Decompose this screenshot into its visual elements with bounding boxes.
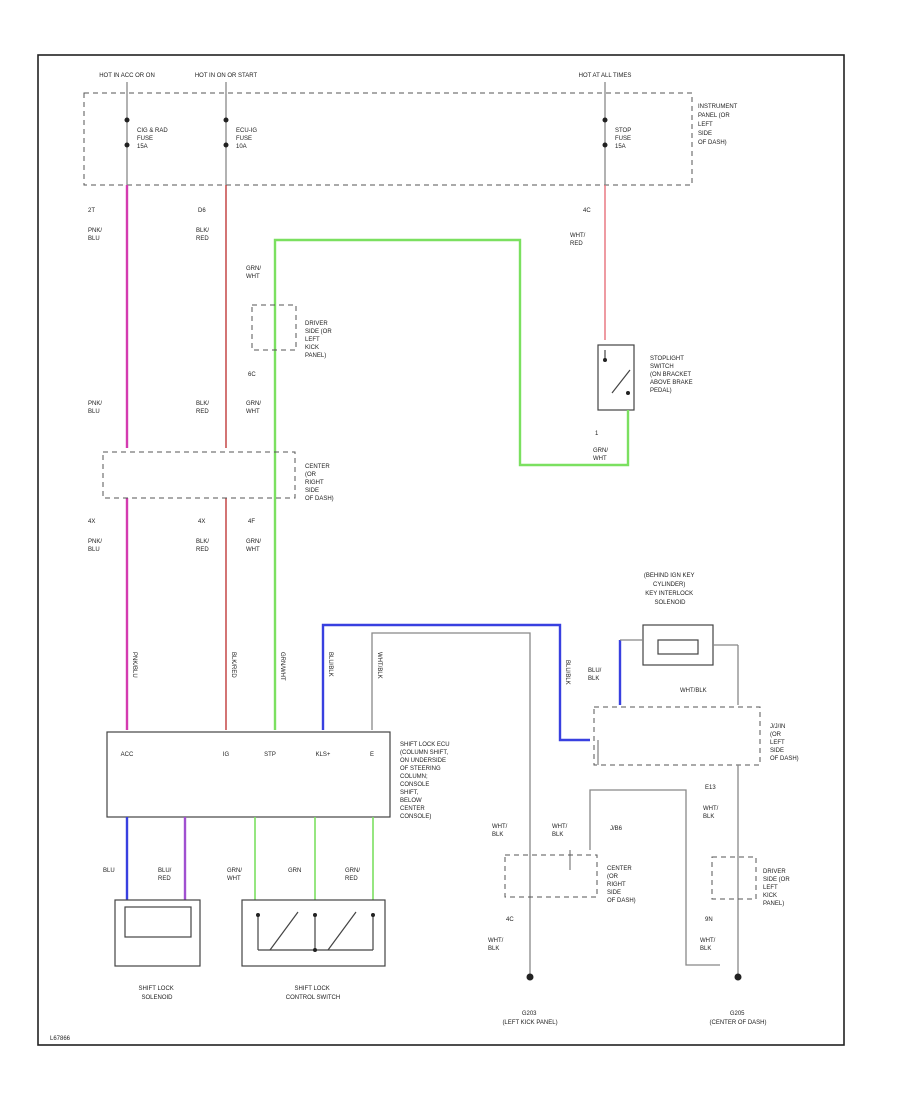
- ecu-pin-stp: STP: [264, 752, 276, 758]
- driver-side-connector: [251, 304, 297, 351]
- wire-color-label: GRN/WHT: [227, 868, 242, 882]
- center-connector: [102, 451, 296, 499]
- solenoid-coil-2: [124, 906, 192, 938]
- ground-center-icon: [734, 973, 742, 981]
- wire-color-label: GRN/WHT: [246, 266, 261, 280]
- stoplight-switch: [597, 344, 635, 411]
- wire-color-label: WHT/BLK: [703, 806, 719, 820]
- wire-pin-label: 4F: [248, 519, 255, 525]
- driver-side-label-2: DRIVER SIDE (OR LEFT KICK PANEL): [763, 869, 791, 907]
- hot-all-times-label: HOT AT ALL TIMES: [579, 73, 632, 79]
- wire-vertical-label: BLU/BLK: [564, 660, 570, 685]
- shift-lock-switch-label: SHIFT LOCK CONTROL SWITCH: [286, 986, 340, 1001]
- wire-color-label: BLK/RED: [196, 401, 209, 415]
- shift-lock-ecu: [106, 731, 391, 818]
- hot-acc-label: HOT IN ACC OR ON: [99, 73, 155, 79]
- wire-color-label: PNK/BLU: [88, 539, 102, 553]
- wire-color-label: GRN/RED: [345, 868, 360, 882]
- wire-pin-label: 9N: [705, 917, 713, 923]
- ecu-pin-kls: KLS+: [316, 752, 331, 758]
- wire-color-label: BLK/RED: [196, 539, 209, 553]
- wire-vertical-label: GRN/WHT: [279, 652, 285, 681]
- wire-vertical-label: PNK/BLU: [131, 652, 137, 678]
- hot-on-label: HOT IN ON OR START: [195, 73, 258, 79]
- wire-vertical-label: WHT/BLK: [376, 652, 382, 679]
- wire-pin-label: 6C: [248, 372, 256, 378]
- wire-color-label: WHT/BLK: [488, 938, 504, 952]
- wire-color-label: WHT/BLK: [680, 688, 707, 694]
- diagram-id: L67866: [50, 1036, 71, 1042]
- driver-side-connector-2: [711, 856, 757, 900]
- wire-color-label: BLU/BLK: [588, 668, 602, 682]
- wire-pin-label: 4X: [88, 519, 95, 525]
- ecu-pin-acc: ACC: [121, 752, 134, 758]
- instrument-panel-label: INSTRUMENT PANEL (OR LEFT SIDE OF DASH): [698, 104, 739, 146]
- wire-pin-label: 4C: [506, 917, 514, 923]
- wire-pin-label: D6: [198, 208, 206, 214]
- wire-color-label: GRN: [288, 868, 301, 874]
- solenoid-coil: [657, 639, 699, 655]
- wire-color-label: WHT/RED: [570, 233, 586, 247]
- diagram-frame: [37, 54, 845, 1046]
- shift-lock-solenoid: [114, 899, 201, 967]
- wire-color-label: WHT/BLK: [492, 824, 508, 838]
- wire-color-label: BLU: [103, 868, 115, 874]
- ground-left-icon: [526, 973, 534, 981]
- shift-lock-ecu-label: SHIFT LOCK ECU (COLUMN SHIFT, ON UNDERSI…: [400, 742, 451, 820]
- center-dash-label-2: CENTER (OR RIGHT SIDE OF DASH): [607, 866, 636, 904]
- ground-center-label: G205 (CENTER OF DASH): [710, 1011, 767, 1026]
- jb6-label: J/B6: [610, 826, 623, 832]
- key-interlock-solenoid: [642, 624, 714, 666]
- wire-color-label: GRN/WHT: [593, 448, 608, 462]
- j2-dash-label: J/J/IN (OR LEFT SIDE OF DASH): [770, 724, 799, 762]
- wire-color-label: GRN/WHT: [246, 401, 261, 415]
- wire-pin-label: 2T: [88, 208, 95, 214]
- wire-pin-label: E13: [705, 785, 716, 791]
- center-dash-label: CENTER (OR RIGHT SIDE OF DASH): [305, 464, 334, 502]
- center-connector-2: [504, 854, 598, 898]
- ground-left-label: G203 (LEFT KICK PANEL): [502, 1011, 557, 1026]
- wire-color-label: PNK/BLU: [88, 401, 102, 415]
- wire-color-label: GRN/WHT: [246, 539, 261, 553]
- wire-color-label: WHT/BLK: [700, 938, 716, 952]
- wire-pin-label: 1: [595, 431, 599, 437]
- shift-lock-solenoid-label: SHIFT LOCK SOLENOID: [139, 986, 176, 1001]
- driver-side-label: DRIVER SIDE (OR LEFT KICK PANEL): [305, 321, 333, 359]
- stoplight-switch-label: STOPLIGHT SWITCH (ON BRACKET ABOVE BRAKE…: [650, 356, 694, 394]
- key-interlock-label: (BEHIND IGN KEY CYLINDER) KEY INTERLOCK …: [644, 573, 696, 606]
- wire-color-label: PNK/BLU: [88, 228, 102, 242]
- ecu-pin-ig: IG: [223, 752, 230, 758]
- jb-connector: [593, 706, 761, 766]
- wire-pin-label: 4C: [583, 208, 591, 214]
- wire-color-label: BLK/RED: [196, 228, 209, 242]
- shift-lock-control-switch: [241, 899, 386, 967]
- wire-vertical-label: BLK/RED: [230, 652, 236, 678]
- wire-color-label: WHT/BLK: [552, 824, 568, 838]
- instrument-panel-fuse-box: [83, 92, 693, 186]
- wire-vertical-label: BLU/BLK: [327, 652, 333, 677]
- wire-pin-label: 4X: [198, 519, 205, 525]
- wire-color-label: BLU/RED: [158, 868, 172, 882]
- ecu-pin-e: E: [370, 752, 374, 758]
